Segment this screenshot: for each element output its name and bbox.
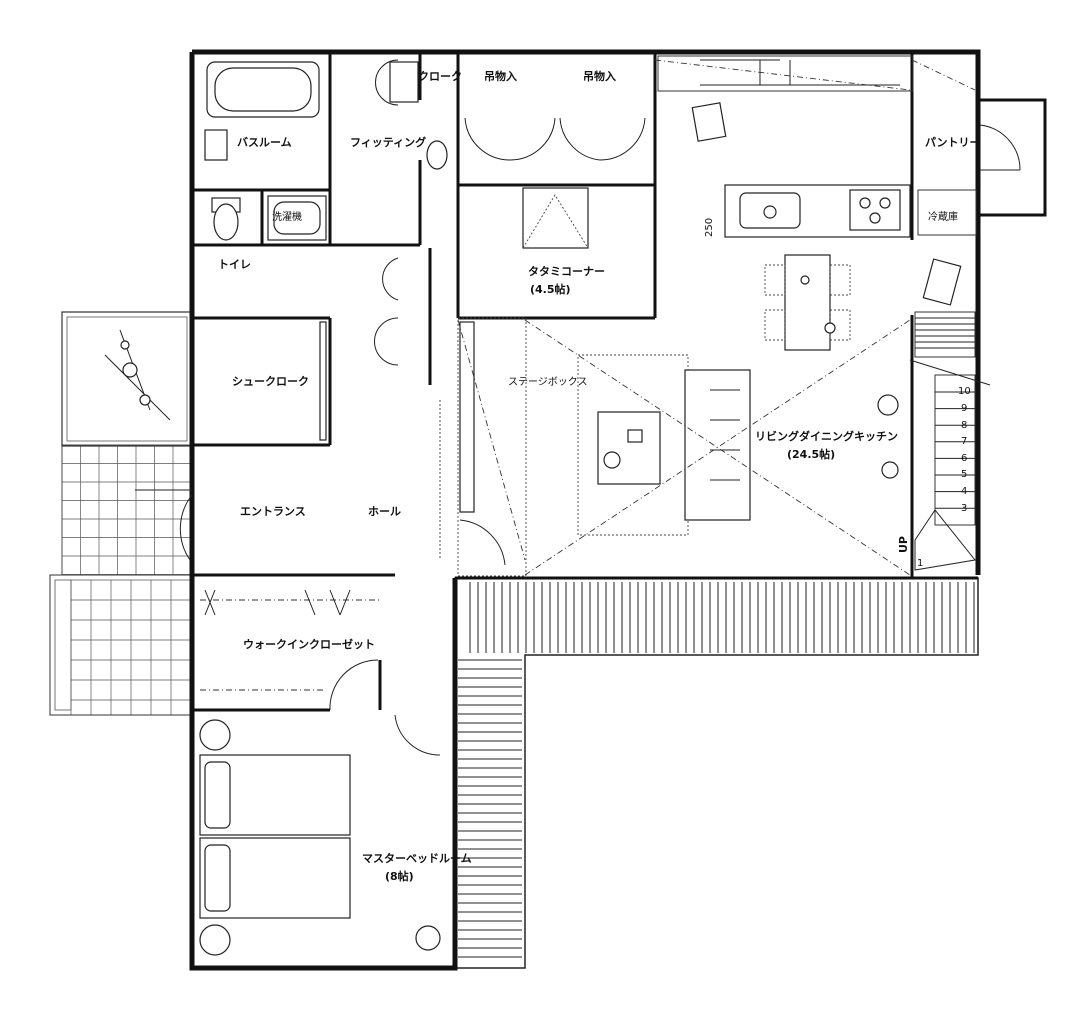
west-balcony bbox=[61, 311, 193, 447]
living-plant bbox=[877, 394, 899, 479]
living-label: リビングダイニングキッチン bbox=[755, 429, 898, 443]
stair-box-label: ステージボックス bbox=[508, 376, 588, 388]
tatami-size-label: (4.5帖) bbox=[530, 282, 571, 296]
master-size-label: (8帖) bbox=[385, 869, 414, 883]
fitting-label: フィッティング bbox=[350, 135, 426, 149]
living-sofa bbox=[684, 369, 751, 521]
staircase bbox=[909, 311, 991, 571]
storage-doors bbox=[464, 117, 646, 161]
washer-label: 洗濯機 bbox=[272, 210, 302, 223]
fitting-cabinet bbox=[389, 61, 448, 170]
media-shelf bbox=[459, 321, 475, 513]
living-door bbox=[459, 519, 506, 566]
walkin-label: ウォークインクローゼット bbox=[243, 637, 375, 651]
tatami-label: タタミコーナー bbox=[528, 265, 605, 278]
tatami-mats bbox=[522, 187, 589, 249]
stair-step-number: 9 bbox=[961, 403, 967, 414]
cloak-label: クローク bbox=[418, 70, 462, 83]
hall-label: ホール bbox=[368, 505, 401, 518]
pantry-label: パントリー bbox=[925, 136, 981, 149]
stair-step-number: 8 bbox=[961, 420, 967, 431]
wood-deck bbox=[454, 577, 979, 969]
walkin-door bbox=[329, 659, 441, 756]
interior-walls bbox=[192, 52, 914, 712]
stair-step-number: 3 bbox=[961, 503, 967, 514]
shoe-cloak-label: シュークローク bbox=[232, 375, 309, 388]
up-label: UP bbox=[897, 536, 910, 553]
entrance-door bbox=[135, 489, 193, 561]
stair-step-number: 5 bbox=[961, 469, 967, 480]
entrance-label: エントランス bbox=[240, 505, 306, 518]
stair-step-number: 1 bbox=[917, 558, 923, 569]
pantry-door bbox=[979, 124, 1021, 171]
dining-chair bbox=[922, 258, 962, 306]
living-size-label: (24.5帖) bbox=[787, 447, 835, 461]
kitchen-counter bbox=[724, 184, 911, 238]
stair-step-numbers: 10 9 8 7 6 5 4 3 1 bbox=[917, 386, 971, 569]
storage-right-label: 吊物入 bbox=[583, 69, 616, 83]
kitchen-stool bbox=[691, 102, 727, 142]
closet-rods bbox=[200, 589, 380, 691]
dimension-label: 250 bbox=[704, 218, 715, 237]
fridge-box bbox=[917, 189, 977, 236]
dining-table bbox=[764, 254, 851, 351]
bathtub bbox=[206, 61, 320, 118]
stair-step-number: 6 bbox=[961, 453, 967, 464]
storage-box bbox=[457, 317, 527, 577]
entrance-terrace-grid bbox=[61, 444, 193, 715]
bath-bench bbox=[204, 129, 228, 161]
shoe-shelf bbox=[319, 321, 327, 441]
living-rug bbox=[577, 354, 689, 536]
toilet-label: トイレ bbox=[218, 258, 251, 271]
hall-closet-doors bbox=[374, 59, 399, 366]
kitchen-back-shelf bbox=[657, 55, 914, 92]
toilet-unit bbox=[211, 197, 241, 241]
washer-unit bbox=[267, 195, 327, 241]
stair-step-number: 10 bbox=[958, 386, 971, 397]
master-label: マスターベッドルーム bbox=[362, 852, 472, 865]
reference-lines bbox=[439, 59, 976, 576]
refrigerator-label: 冷蔵庫 bbox=[928, 210, 958, 223]
exterior-walls bbox=[189, 49, 1047, 971]
storage-left-label: 吊物入 bbox=[484, 69, 517, 83]
beds bbox=[199, 719, 351, 956]
bedroom-plant bbox=[415, 925, 441, 951]
stair-step-number: 7 bbox=[961, 436, 967, 447]
bathroom-label: バスルーム bbox=[237, 136, 292, 149]
stair-step-number: 4 bbox=[961, 486, 967, 497]
